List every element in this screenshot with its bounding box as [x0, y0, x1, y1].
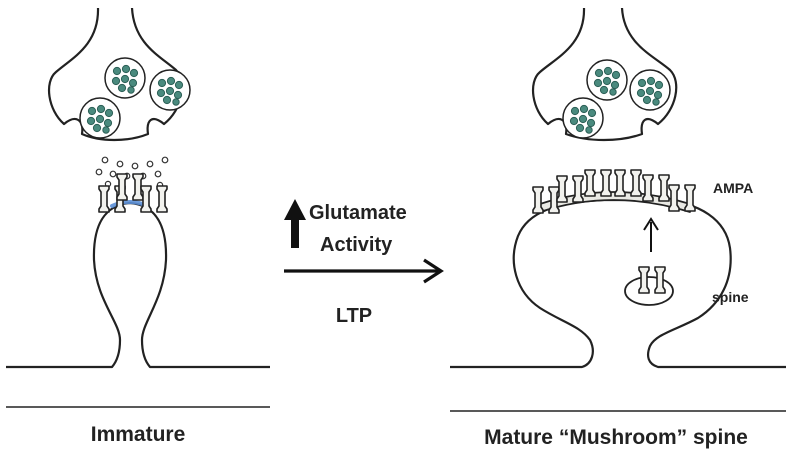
trafficking-arrow-icon: [643, 217, 659, 252]
glutamate-label: Glutamate: [309, 202, 407, 224]
ampa-label: AMPA: [713, 180, 753, 196]
ampa-receptor-left-2: [116, 173, 144, 201]
mature-caption: Mature “Mushroom” spine: [484, 426, 748, 449]
glutamate-release-dots: [95, 156, 169, 189]
vesicle-left-3: [79, 97, 121, 139]
transition-annotation: Glutamate Activity LTP: [284, 199, 444, 327]
mushroom-spine-body: [450, 198, 786, 369]
ampa-receptor-left-3: [140, 185, 168, 213]
immature-spine-body: [6, 201, 270, 369]
immature-synapse: Immature: [6, 7, 270, 446]
activity-label: Activity: [320, 234, 393, 256]
vesicle-right-1: [586, 59, 628, 101]
ltp-label: LTP: [336, 305, 372, 327]
immature-caption: Immature: [91, 423, 186, 446]
vesicle-right-2: [629, 69, 671, 111]
right-arrow-icon: [284, 258, 444, 284]
mature-synapse: AMPA spine Mature “Mushroom” spine: [450, 7, 786, 449]
vesicle-left-2: [149, 69, 191, 111]
spine-label: spine: [712, 289, 749, 305]
vesicle-right-3: [562, 97, 604, 139]
up-arrow-icon: [284, 199, 306, 248]
vesicle-left-1: [104, 57, 146, 99]
